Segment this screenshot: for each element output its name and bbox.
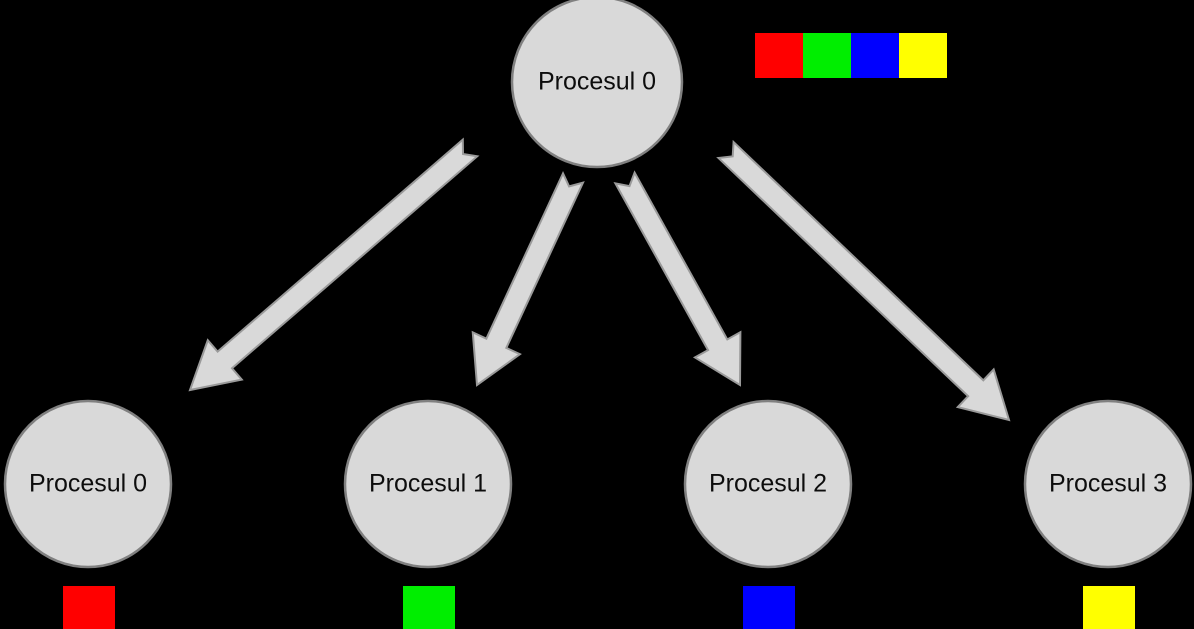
- child-node-label-3: Procesul 3: [1049, 470, 1167, 498]
- root-node-group[interactable]: Procesul 0: [510, 0, 684, 169]
- root-node-label: Procesul 0: [538, 68, 656, 96]
- child-node-label-2: Procesul 2: [709, 470, 827, 498]
- child-node-circle-0[interactable]: [3, 399, 173, 569]
- child-node-label-1: Procesul 1: [369, 470, 487, 498]
- bottom-swatches-layer: [63, 586, 1135, 629]
- child-node-label-0: Procesul 0: [29, 470, 147, 498]
- arrow-root-to-child-1: [471, 171, 585, 387]
- arrow-root-to-child-0: [188, 137, 480, 392]
- child-node-circle-3[interactable]: [1023, 399, 1193, 569]
- child-node-3[interactable]: Procesul 3: [1023, 399, 1193, 569]
- legend-swatch-green: [803, 33, 851, 78]
- child-node-1[interactable]: Procesul 1: [343, 399, 513, 569]
- bottom-swatch-red: [63, 586, 115, 629]
- legend-swatch-yellow: [899, 33, 947, 78]
- child-nodes-layer: Procesul 0 Procesul 1 Procesul 2 Procesul 3: [3, 399, 1193, 569]
- arrow-root-to-child-2: [613, 170, 742, 387]
- child-node-circle-2[interactable]: [683, 399, 853, 569]
- child-node-circle-1[interactable]: [343, 399, 513, 569]
- legend-strip: [755, 33, 947, 78]
- bottom-swatch-blue: [743, 586, 795, 629]
- legend-swatch-red: [755, 33, 803, 78]
- child-node-2[interactable]: Procesul 2: [683, 399, 853, 569]
- bottom-swatch-green: [403, 586, 455, 629]
- legend-swatch-blue: [851, 33, 899, 78]
- arrow-root-to-child-3: [716, 139, 1011, 422]
- arrows-layer: [188, 137, 1011, 422]
- root-node-circle[interactable]: [510, 0, 684, 169]
- bottom-swatch-yellow: [1083, 586, 1135, 629]
- child-node-0[interactable]: Procesul 0: [3, 399, 173, 569]
